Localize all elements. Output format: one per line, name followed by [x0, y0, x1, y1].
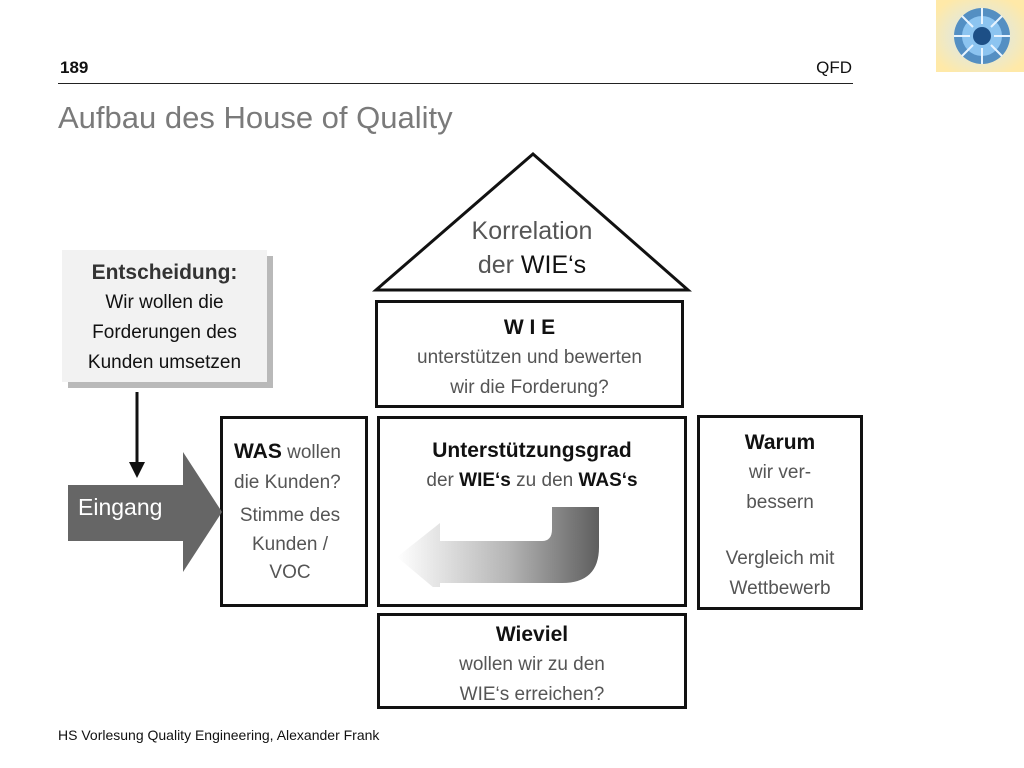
footer-text: HS Vorlesung Quality Engineering, Alexan…	[58, 727, 380, 743]
unterstuetzung-sub-wie: WIE‘s	[459, 470, 511, 491]
wie-line1: unterstützen und bewerten	[417, 347, 642, 368]
was-line3: Stimme des	[239, 505, 341, 526]
wie-line2: wir die Forderung?	[450, 377, 609, 398]
slide-title: Aufbau des House of Quality	[58, 100, 453, 135]
warum-line3: Vergleich mit	[725, 548, 835, 569]
turbine-wheel-icon	[936, 0, 1024, 72]
was-box: WAS wollen die Kunden? Stimme des Kunden…	[220, 416, 368, 607]
roof-triangle	[372, 152, 692, 292]
arrow-down-icon	[129, 392, 145, 478]
was-line5: VOC	[269, 562, 311, 583]
entscheidung-title: Entscheidung:	[91, 261, 238, 284]
page-number: 189	[60, 58, 89, 77]
was-line4: Kunden /	[251, 534, 329, 555]
unterstuetzung-title: Unterstützungsgrad	[432, 439, 632, 462]
warum-line1: wir ver-	[748, 462, 812, 483]
warum-line4: Wettbewerb	[729, 578, 831, 599]
warum-spacer	[700, 518, 860, 544]
roof-line2: der WIE‘s	[372, 248, 692, 282]
warum-line2: bessern	[746, 492, 814, 513]
unterstuetzung-sub-was: WAS‘s	[578, 470, 638, 491]
warum-box: Warum wir ver- bessern Vergleich mit Wet…	[697, 415, 863, 610]
was-line1: WAS wollen	[234, 437, 365, 468]
entscheidung-line1: Wir wollen die	[105, 292, 224, 313]
entscheidung-line3: Kunden umsetzen	[87, 352, 242, 373]
was-title-suffix: wollen	[281, 442, 341, 463]
entscheidung-line2: Forderungen des	[92, 322, 237, 343]
unterstuetzung-box: Unterstützungsgrad der WIE‘s zu den WAS‘…	[377, 416, 687, 607]
was-line2: die Kunden?	[234, 472, 341, 493]
eingang-label: Eingang	[78, 494, 163, 520]
wie-title: W I E	[503, 316, 556, 339]
wie-box: W I E unterstützen und bewerten wir die …	[375, 300, 684, 408]
was-title: WAS	[234, 440, 282, 463]
roof-line2-prefix: der	[477, 251, 521, 279]
warum-title: Warum	[744, 431, 816, 454]
wieviel-box: Wieviel wollen wir zu den WIE‘s erreiche…	[377, 613, 687, 709]
roof-line1: Korrelation	[471, 217, 593, 245]
roof-label: Korrelation der WIE‘s	[372, 214, 692, 282]
roof-line2-emph: WIE‘s	[520, 251, 587, 279]
eingang-arrow	[68, 452, 222, 572]
unterstuetzung-sub: der WIE‘s zu den WAS‘s	[380, 466, 684, 496]
wieviel-line2: WIE‘s erreichen?	[459, 684, 605, 705]
unterstuetzung-sub-mid: zu den	[510, 470, 579, 491]
section-label: QFD	[816, 58, 852, 77]
header-rule	[58, 83, 853, 84]
curved-arrow-left-icon	[397, 507, 599, 587]
entscheidung-box: Entscheidung: Wir wollen die Forderungen…	[62, 250, 267, 382]
unterstuetzung-sub-prefix: der	[426, 470, 460, 491]
wieviel-title: Wieviel	[495, 623, 569, 646]
wieviel-line1: wollen wir zu den	[459, 654, 605, 675]
